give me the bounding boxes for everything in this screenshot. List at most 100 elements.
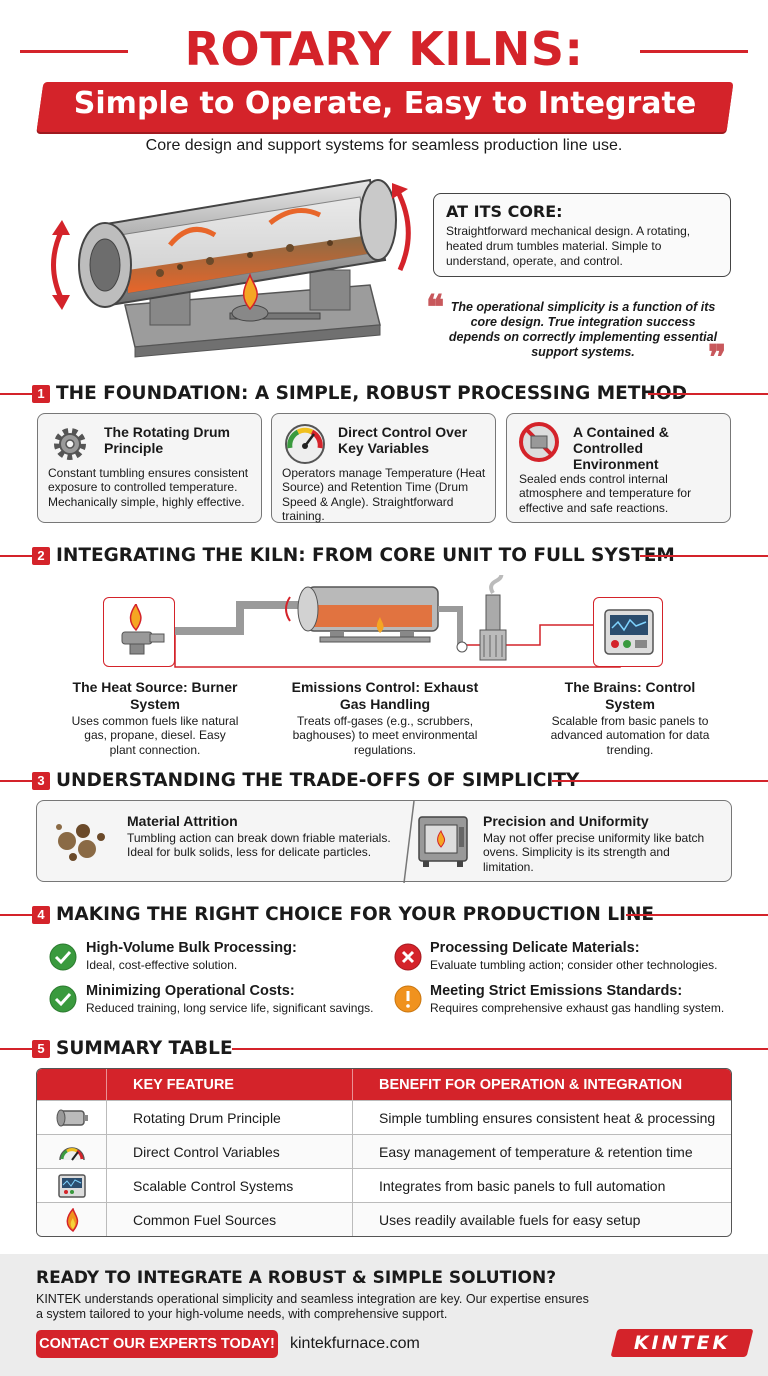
section-number: 2 (32, 547, 50, 565)
card-text: Sealed ends control internal atmosphere … (519, 472, 692, 515)
gauge-icon (59, 1147, 85, 1161)
choice-text: Ideal, cost-effective solution. (86, 958, 238, 972)
core-heading: AT ITS CORE: (446, 202, 563, 221)
tradeoff-text: May not offer precise uniformity like ba… (483, 831, 705, 874)
card-title: Direct Control Over Key Variables (338, 424, 468, 457)
particles-icon (56, 824, 105, 861)
choice-title: Minimizing Operational Costs: (86, 983, 295, 999)
core-text: Straightforward mechanical design. A rot… (446, 224, 691, 268)
choice-text: Evaluate tumbling action; consider other… (430, 958, 718, 972)
foundation-card: Direct Control Over Key Variables Operat… (271, 413, 496, 523)
flow-text: Treats off-gases (e.g., scrubbers, bagho… (292, 714, 478, 757)
section-number: 3 (32, 772, 50, 790)
check-icon (49, 943, 77, 971)
website-link[interactable]: kintekfurnace.com (290, 1335, 420, 1352)
tradeoffs-panel: Material Attrition Tumbling action can b… (36, 800, 732, 883)
rotary-kiln-illustration (51, 178, 411, 358)
section-number: 4 (32, 906, 50, 924)
section-rule (0, 393, 34, 395)
control-system-box (593, 597, 663, 667)
table-row: Direct Control Variables Easy management… (37, 1134, 731, 1168)
choice-text: Reduced training, long service life, sig… (86, 1001, 374, 1015)
section-rule (640, 555, 768, 557)
cross-icon (394, 943, 422, 971)
section-rule (232, 1048, 768, 1050)
core-quote: The operational simplicity is a function… (448, 300, 718, 359)
benefit-cell: Easy management of temperature & retenti… (379, 1143, 693, 1160)
header-key-feature: KEY FEATURE (107, 1069, 353, 1100)
table-row: Scalable Control Systems Integrates from… (37, 1168, 731, 1202)
core-callout: AT ITS CORE: Straightforward mechanical … (433, 193, 731, 277)
feature-cell: Scalable Control Systems (107, 1169, 353, 1202)
benefit-cell: Integrates from basic panels to full aut… (379, 1177, 666, 1194)
quote-close-icon: ❞ (708, 338, 727, 378)
foundation-card: A Contained & Controlled Environment Sea… (506, 413, 731, 523)
section-rule (0, 914, 34, 916)
section-number: 1 (32, 385, 50, 403)
quote-open-icon: ❝ (426, 288, 445, 328)
section-title: INTEGRATING THE KILN: FROM CORE UNIT TO … (56, 545, 675, 566)
choice-title: Meeting Strict Emissions Standards: (430, 983, 683, 999)
control-panel-icon (604, 609, 654, 655)
card-text: Constant tumbling ensures consistent exp… (48, 466, 249, 509)
table-header: KEY FEATURE BENEFIT FOR OPERATION & INTE… (37, 1069, 731, 1100)
benefit-cell: Uses readily available fuels for easy se… (379, 1211, 641, 1228)
banner-text: Simple to Operate, Easy to Integrate (73, 86, 697, 121)
table-row: Rotating Drum Principle Simple tumbling … (37, 1100, 731, 1134)
section-title: THE FOUNDATION: A SIMPLE, ROBUST PROCESS… (56, 383, 687, 404)
choice-text: Requires comprehensive exhaust gas handl… (430, 1001, 725, 1015)
section-rule (0, 555, 34, 557)
divider (403, 801, 415, 883)
section-title: MAKING THE RIGHT CHOICE FOR YOUR PRODUCT… (56, 904, 655, 925)
prohibited-icon (519, 422, 559, 462)
burner-icon (121, 604, 165, 655)
kintek-logo-text: KINTEK (633, 1332, 731, 1354)
section-number: 5 (32, 1040, 50, 1058)
page-subtitle: Core design and support systems for seam… (145, 137, 623, 154)
tradeoff-text: Tumbling action can break down friable m… (127, 831, 391, 860)
title-rule-left (20, 50, 128, 53)
choice-title: High-Volume Bulk Processing: (86, 940, 297, 956)
drum-icon (56, 1109, 88, 1127)
card-title: A Contained & Controlled Environment (573, 424, 669, 473)
burner-box (103, 597, 175, 667)
flow-text: Scalable from basic panels to advanced a… (550, 714, 710, 757)
flow-title: The Brains: Control System (564, 679, 696, 712)
flow-title: Emissions Control: Exhaust Gas Handling (291, 679, 479, 712)
gauge-icon (285, 424, 325, 464)
benefit-cell: Simple tumbling ensures consistent heat … (379, 1109, 716, 1126)
flame-icon (66, 1208, 79, 1232)
section-rule (0, 1048, 34, 1050)
feature-cell: Direct Control Variables (107, 1135, 353, 1168)
gear-icon (54, 428, 86, 460)
check-icon (49, 985, 77, 1013)
title-rule-right (640, 50, 748, 53)
flow-text: Uses common fuels like natural gas, prop… (71, 714, 239, 757)
section-rule (552, 780, 768, 782)
section-title: UNDERSTANDING THE TRADE-OFFS OF SIMPLICI… (56, 770, 580, 791)
system-integration-diagram (172, 575, 621, 668)
section-rule (648, 393, 768, 395)
feature-cell: Rotating Drum Principle (107, 1101, 353, 1134)
section-title: SUMMARY TABLE (56, 1038, 233, 1059)
card-title: The Rotating Drum Principle (104, 424, 230, 457)
header-benefit: BENEFIT FOR OPERATION & INTEGRATION (379, 1076, 683, 1093)
page-title: ROTARY KILNS: (184, 22, 584, 76)
choice-title: Processing Delicate Materials: (430, 940, 640, 956)
summary-table: KEY FEATURE BENEFIT FOR OPERATION & INTE… (36, 1068, 732, 1237)
section-rule (0, 780, 34, 782)
contact-experts-button[interactable]: CONTACT OUR EXPERTS TODAY! (36, 1330, 278, 1358)
section-rule (626, 914, 768, 916)
footer-heading: READY TO INTEGRATE A ROBUST & SIMPLE SOL… (36, 1268, 557, 1288)
flow-title: The Heat Source: Burner System (72, 679, 238, 712)
foundation-card: The Rotating Drum Principle Constant tum… (37, 413, 262, 523)
batch-oven-icon (418, 816, 468, 867)
warning-icon (394, 985, 422, 1013)
tradeoff-title: Precision and Uniformity (483, 813, 649, 829)
table-row: Common Fuel Sources Uses readily availab… (37, 1202, 731, 1236)
feature-cell: Common Fuel Sources (107, 1203, 353, 1236)
card-text: Operators manage Temperature (Heat Sourc… (282, 466, 486, 524)
tradeoff-title: Material Attrition (127, 813, 238, 829)
control-panel-icon (58, 1174, 86, 1198)
footer-text: KINTEK understands operational simplicit… (36, 1292, 589, 1321)
